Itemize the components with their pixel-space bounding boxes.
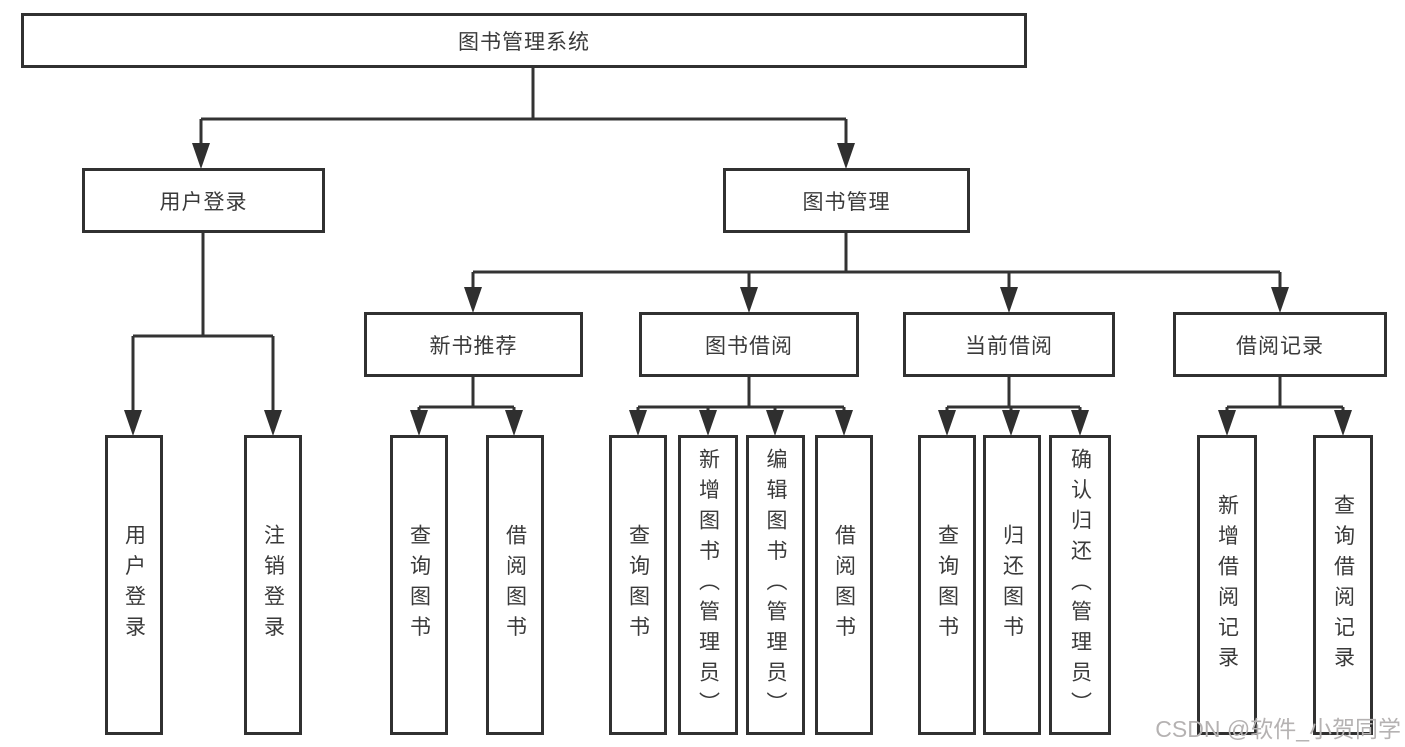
leaf-user-login: 用户登录 [105, 435, 163, 735]
node-label: 图书借阅 [705, 334, 793, 358]
leaf-query-books-recommend: 查询图书 [390, 435, 448, 735]
leaf-logout: 注销登录 [244, 435, 302, 735]
arrowhead-icon [264, 410, 282, 436]
leaf-query-borrow-record: 查询借阅记录 [1313, 435, 1373, 735]
node-label: 用户登录 [122, 524, 146, 646]
leaf-add-book-admin: 新增图书（管理员） [678, 435, 738, 735]
edge-borrow-records-to-leaves [1225, 377, 1345, 431]
leaf-query-books-borrow: 查询图书 [609, 435, 667, 735]
arrowhead-icon [1002, 410, 1020, 436]
leaf-query-books-current: 查询图书 [918, 435, 976, 735]
arrowhead-icon [938, 410, 956, 436]
arrowheads [124, 143, 1352, 436]
node-label: 图书管理系统 [458, 30, 590, 54]
node-label: 归还图书 [1000, 524, 1024, 646]
arrowhead-icon [740, 287, 758, 313]
arrowhead-icon [1000, 287, 1018, 313]
arrowhead-icon [464, 287, 482, 313]
arrowhead-icon [1334, 410, 1352, 436]
arrowhead-icon [699, 410, 717, 436]
arrowhead-icon [1071, 410, 1089, 436]
node-label: 新增图书（管理员） [696, 447, 720, 723]
node-label: 查询图书 [407, 524, 431, 646]
leaf-edit-book-admin: 编辑图书（管理员） [746, 435, 805, 735]
node-label: 注销登录 [261, 524, 285, 646]
node-new-book-recommend: 新书推荐 [364, 312, 583, 377]
arrowhead-icon [1271, 287, 1289, 313]
node-book-management: 图书管理 [723, 168, 970, 233]
arrowhead-icon [124, 410, 142, 436]
node-label: 新增借阅记录 [1215, 493, 1239, 677]
edge-book-management-to-level3 [471, 233, 1282, 308]
edge-user-login-to-leaves [131, 233, 275, 431]
node-book-borrow: 图书借阅 [639, 312, 859, 377]
node-label: 用户登录 [159, 190, 248, 214]
node-label: 新书推荐 [429, 334, 518, 358]
arrowhead-icon [766, 410, 784, 436]
leaf-borrow-books-recommend: 借阅图书 [486, 435, 544, 735]
arrowhead-icon [505, 410, 523, 436]
node-label: 查询图书 [626, 524, 650, 646]
node-library-management-system: 图书管理系统 [21, 13, 1027, 68]
arrowhead-icon [192, 143, 210, 169]
node-user-login: 用户登录 [82, 168, 325, 233]
node-label: 借阅图书 [832, 524, 856, 646]
arrowhead-icon [410, 410, 428, 436]
node-label: 图书管理 [802, 190, 891, 214]
node-borrow-records: 借阅记录 [1173, 312, 1387, 377]
edge-root-to-level2 [199, 67, 848, 164]
arrowhead-icon [835, 410, 853, 436]
node-label: 借阅记录 [1236, 334, 1324, 358]
arrowhead-icon [837, 143, 855, 169]
node-label: 当前借阅 [965, 334, 1053, 358]
node-label: 确认归还（管理员） [1068, 447, 1092, 723]
edge-new-book-recommend-to-leaves [417, 377, 516, 431]
node-label: 编辑图书（管理员） [764, 447, 787, 723]
node-current-borrow: 当前借阅 [903, 312, 1115, 377]
arrowhead-icon [629, 410, 647, 436]
watermark-text: CSDN @软件_小贺同学 [1155, 716, 1401, 742]
leaf-borrow-books-borrow: 借阅图书 [815, 435, 873, 735]
edge-book-borrow-to-leaves [636, 377, 846, 431]
node-label: 借阅图书 [503, 524, 527, 646]
leaf-confirm-return-admin: 确认归还（管理员） [1049, 435, 1111, 735]
arrowhead-icon [1218, 410, 1236, 436]
node-label: 查询图书 [935, 524, 959, 646]
leaf-add-borrow-record: 新增借阅记录 [1197, 435, 1257, 735]
node-label: 查询借阅记录 [1331, 493, 1355, 677]
leaf-return-book: 归还图书 [983, 435, 1041, 735]
